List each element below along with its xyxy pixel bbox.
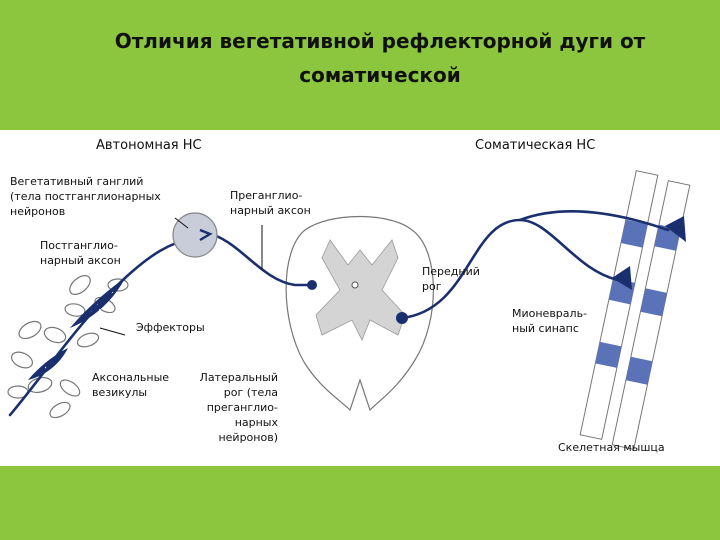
slide-title: Отличия вегетативной рефлекторной дуги о…: [40, 24, 720, 92]
label-lateral-horn: Латеральный рог (тела преганглио- нарных…: [196, 370, 278, 445]
anterior-horn-neuron: [396, 312, 408, 324]
lateral-horn-neuron: [307, 280, 317, 290]
label-effectors: Эффекторы: [136, 320, 205, 335]
reflex-arc-figure: Автономная НС Соматическая НС Вегетативн…: [0, 130, 720, 466]
label-skeletal-muscle: Скелетная мышца: [558, 440, 665, 455]
label-axonal-vesicles: Аксональные везикулы: [92, 370, 169, 400]
leader-effectors: [100, 328, 125, 335]
label-neuromuscular-synapse: Мионевраль- ный синапс: [512, 306, 587, 336]
label-vegetative-ganglion: Вегетативный ганглий (тела постганглиона…: [10, 174, 161, 219]
label-postganglionic-axon: Постганглио- нарный аксон: [40, 238, 121, 268]
central-canal: [352, 282, 358, 288]
label-anterior-horn: Передний рог: [422, 264, 480, 294]
slide-title-line2: соматической: [40, 58, 720, 92]
spinal-cord: [286, 217, 433, 411]
slide-title-line1: Отличия вегетативной рефлекторной дуги о…: [40, 24, 720, 58]
label-preganglionic-axon: Преганглио- нарный аксон: [230, 188, 311, 218]
header-somatic: Соматическая НС: [475, 138, 595, 153]
header-autonomic: Автономная НС: [96, 138, 202, 153]
